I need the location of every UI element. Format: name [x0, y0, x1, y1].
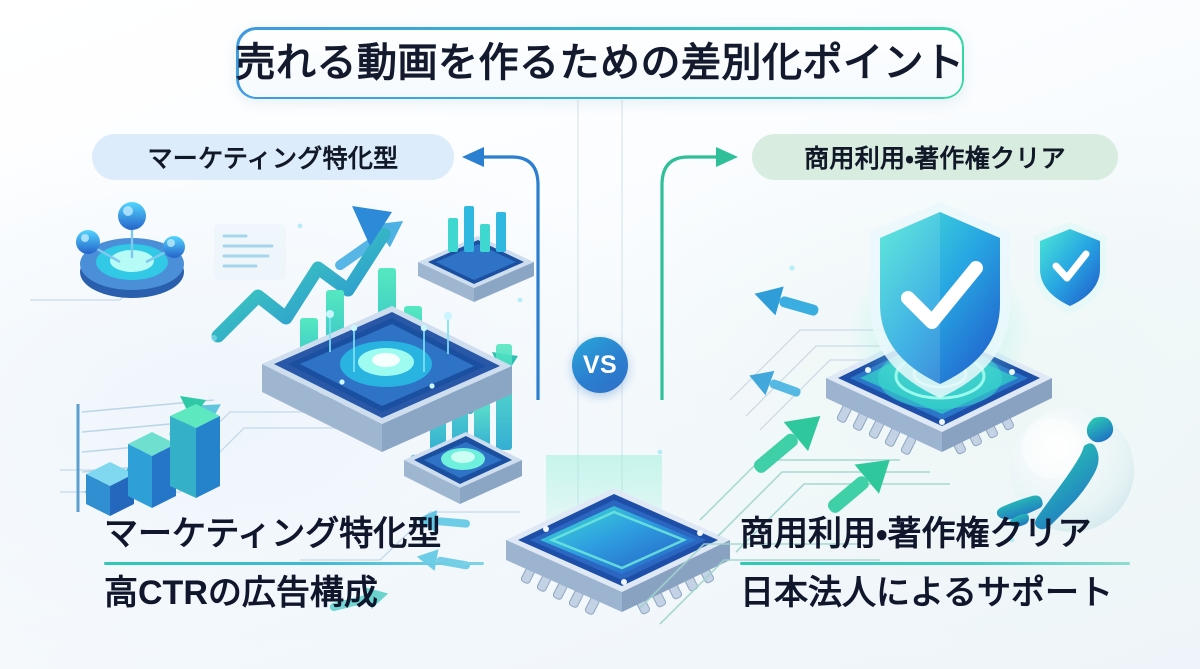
pill-right-label: 商用利用・著作権クリア	[804, 145, 1066, 173]
caption-right: 商用利用・著作権クリア 日本法人によるサポート	[740, 515, 1130, 613]
processor-chip-icon	[506, 488, 730, 615]
analytics-chip-icon	[262, 306, 512, 452]
arrow-left-head	[462, 147, 484, 167]
sparkle-dots	[211, 223, 1015, 543]
arrow-left-icon	[484, 155, 540, 400]
caption-left-subheading: 高CTRの広告構成	[104, 574, 378, 613]
title-banner: 売れる動画を作るための差別化ポイント	[236, 27, 964, 99]
shield-check-icon	[848, 202, 1032, 408]
caption-left-divider	[104, 562, 484, 566]
caption-right-subheading: 日本法人によるサポート	[740, 574, 1113, 613]
shield-check-badge-icon	[1034, 222, 1106, 314]
document-lines-icon	[214, 224, 286, 280]
arrow-right-icon	[660, 155, 716, 400]
caption-right-divider	[740, 562, 1130, 566]
caption-right-heading: 商用利用・著作権クリア	[740, 515, 1092, 553]
japan-map-icon	[996, 408, 1134, 532]
network-nodes-icon	[76, 202, 185, 298]
pill-commercial-use-rights[interactable]: 商用利用・著作権クリア	[752, 134, 1118, 180]
caption-left: マーケティング特化型 高CTRの広告構成	[104, 515, 484, 613]
iso-bars-icon	[86, 404, 220, 516]
mini-chart-tile-upper-icon	[418, 206, 534, 302]
page-title: 売れる動画を作るための差別化ポイント	[235, 41, 965, 85]
vs-badge: VS	[572, 337, 628, 393]
pill-marketing-specialized[interactable]: マーケティング特化型	[92, 134, 454, 180]
growth-arrow-icon	[211, 206, 392, 343]
arrow-right-head	[716, 147, 738, 167]
vs-label: VS	[582, 350, 618, 379]
mini-tile-lower-icon	[404, 432, 522, 504]
pill-left-label: マーケティング特化型	[147, 145, 399, 173]
caption-left-heading: マーケティング特化型	[104, 515, 442, 553]
